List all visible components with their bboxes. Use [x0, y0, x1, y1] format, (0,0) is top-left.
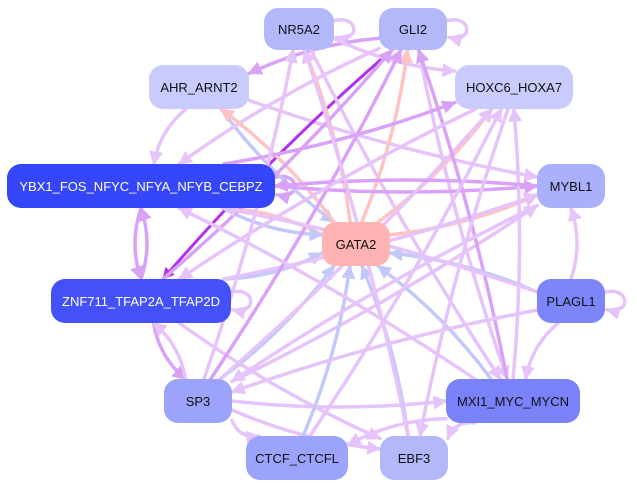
edge-ahr_arnt2-to-ybx1 — [149, 107, 188, 166]
node-gata2[interactable]: GATA2 — [322, 222, 390, 266]
node-label: MYBL1 — [549, 178, 593, 194]
node-label: AHR_ARNT2 — [160, 79, 238, 95]
node-mxi1-myc-mycn[interactable]: MXI1_MYC_MYCN — [446, 379, 580, 423]
edge-hoxc6_hoxa7-to-znf711 — [177, 107, 478, 281]
edge-ybx1-to-hoxc6_hoxa7 — [222, 100, 457, 166]
edge-sp3-to-mybl1 — [230, 203, 539, 384]
edge-sp3-to-gli2 — [208, 48, 403, 381]
edge-plagl1-to-mxi1 — [521, 321, 560, 381]
node-label: SP3 — [185, 393, 211, 409]
edge-mxi1-to-gata2 — [376, 264, 493, 381]
edge-mxi1-to-hoxc6_hoxa7 — [508, 107, 522, 381]
edge-ybx1-to-mybl1 — [273, 180, 539, 195]
node-label: EBF3 — [397, 450, 431, 466]
edge-ctcf-to-hoxc6_hoxa7 — [308, 107, 503, 438]
node-hoxc6-hoxa7[interactable]: HOXC6_HOXA7 — [455, 65, 573, 109]
edge-plagl1-to-sp3 — [230, 308, 539, 395]
node-ctcf-ctcfl[interactable]: CTCF_CTCFL — [246, 436, 348, 480]
edge-znf711-to-ybx1 — [138, 206, 152, 281]
edge-plagl1-to-mybl1 — [568, 206, 582, 281]
node-sp3[interactable]: SP3 — [164, 379, 232, 423]
node-label: ZNF711_TFAP2A_TFAP2D — [62, 293, 220, 309]
node-label: CTCF_CTCFL — [255, 450, 339, 466]
edge-nr5a2-to-mxi1 — [309, 48, 503, 381]
node-label: YBX1_FOS_NFYC_NFYA_NFYB_CEBPZ — [19, 178, 263, 194]
edge-ybx1-to-znf711 — [130, 206, 144, 281]
edge-znf711-to-znf711 — [229, 289, 253, 320]
node-nr5a2[interactable]: NR5A2 — [264, 8, 334, 50]
node-plagl1[interactable]: PLAGL1 — [537, 279, 605, 323]
edge-mybl1-to-sp3 — [230, 203, 539, 384]
edge-nr5a2-to-nr5a2 — [332, 18, 356, 48]
edge-mybl1-to-ybx1 — [273, 177, 539, 192]
edge-gata2-to-gli2 — [360, 48, 413, 224]
node-label: GATA2 — [335, 236, 377, 252]
edge-gli2-to-gli2 — [445, 18, 469, 48]
node-mybl1[interactable]: MYBL1 — [537, 164, 605, 208]
edge-gli2-to-ybx1 — [177, 46, 381, 166]
node-gli2[interactable]: GLI2 — [379, 8, 447, 50]
node-label: NR5A2 — [278, 21, 320, 37]
node-label: PLAGL1 — [546, 293, 596, 309]
edge-ahr_arnt2-to-mybl1 — [247, 98, 539, 182]
edge-sp3-to-znf711 — [151, 321, 188, 381]
edge-gata2-to-ahr_arnt2 — [219, 107, 336, 224]
node-label: GLI2 — [398, 21, 428, 37]
node-ebf3[interactable]: EBF3 — [380, 436, 448, 480]
edge-plagl1-to-plagl1 — [603, 289, 627, 320]
edge-znf711-to-ebf3 — [177, 321, 382, 441]
edge-znf711-to-sp3 — [151, 321, 188, 381]
edge-mxi1-to-gli2 — [416, 48, 509, 381]
edge-sp3-to-nr5a2 — [202, 48, 298, 381]
edge-ctcf-to-gata2 — [301, 264, 356, 438]
edge-mxi1-to-ebf3 — [446, 420, 477, 441]
edge-mxi1-to-ctcf — [346, 416, 448, 447]
edge-ahr_arnt2-to-gata2 — [219, 107, 336, 224]
node-ahr-arnt2[interactable]: AHR_ARNT2 — [149, 65, 249, 109]
edge-znf711-to-gli2 — [161, 48, 394, 281]
node-ybx1-fos-nfyc-nfya-nfyb-cebpz[interactable]: YBX1_FOS_NFYC_NFYA_NFYB_CEBPZ — [7, 164, 275, 208]
node-label: HOXC6_HOXA7 — [465, 79, 563, 95]
edge-gli2-to-mxi1 — [416, 48, 510, 381]
node-label: MXI1_MYC_MYCN — [457, 393, 569, 409]
edge-sp3-to-ctcf — [230, 418, 261, 445]
edge-sp3-to-mxi1 — [230, 395, 448, 410]
edge-hoxc6_hoxa7-to-ebf3 — [415, 107, 510, 438]
edge-gli2-to-znf711 — [161, 48, 394, 281]
node-znf711-tfap2a-tfap2d[interactable]: ZNF711_TFAP2A_TFAP2D — [51, 279, 231, 323]
